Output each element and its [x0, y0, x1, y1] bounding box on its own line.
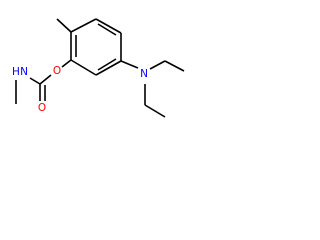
ester-oxygen-label: O	[53, 65, 61, 77]
ring-bond	[70, 59, 97, 76]
carbonyl-nitrogen-bond	[29, 77, 41, 85]
ring-bond	[95, 18, 122, 34]
amide-hydrogen-label: H	[12, 66, 20, 78]
structure-diagram: O O H N N	[12, 18, 185, 118]
carbonyl-oxygen-label: O	[38, 102, 46, 114]
bonds	[15, 18, 185, 118]
atom-labels: O O H N N	[12, 65, 148, 114]
amine-nitrogen-label: N	[140, 68, 148, 80]
ring-bond	[70, 18, 97, 33]
amide-nitrogen-label: N	[20, 66, 28, 78]
ethyl-bond	[149, 60, 166, 70]
ethyl-bond	[144, 104, 166, 118]
ring-double-bond	[97, 23, 117, 36]
ring-oxygen-bond	[61, 59, 72, 68]
oxygen-carbonyl-bond	[39, 74, 52, 85]
ring-amine-bond	[120, 60, 139, 69]
ring-bond	[95, 60, 122, 76]
methyl-bond	[56, 18, 72, 33]
ethyl-bond	[164, 60, 185, 72]
ring-double-bond	[97, 58, 117, 71]
